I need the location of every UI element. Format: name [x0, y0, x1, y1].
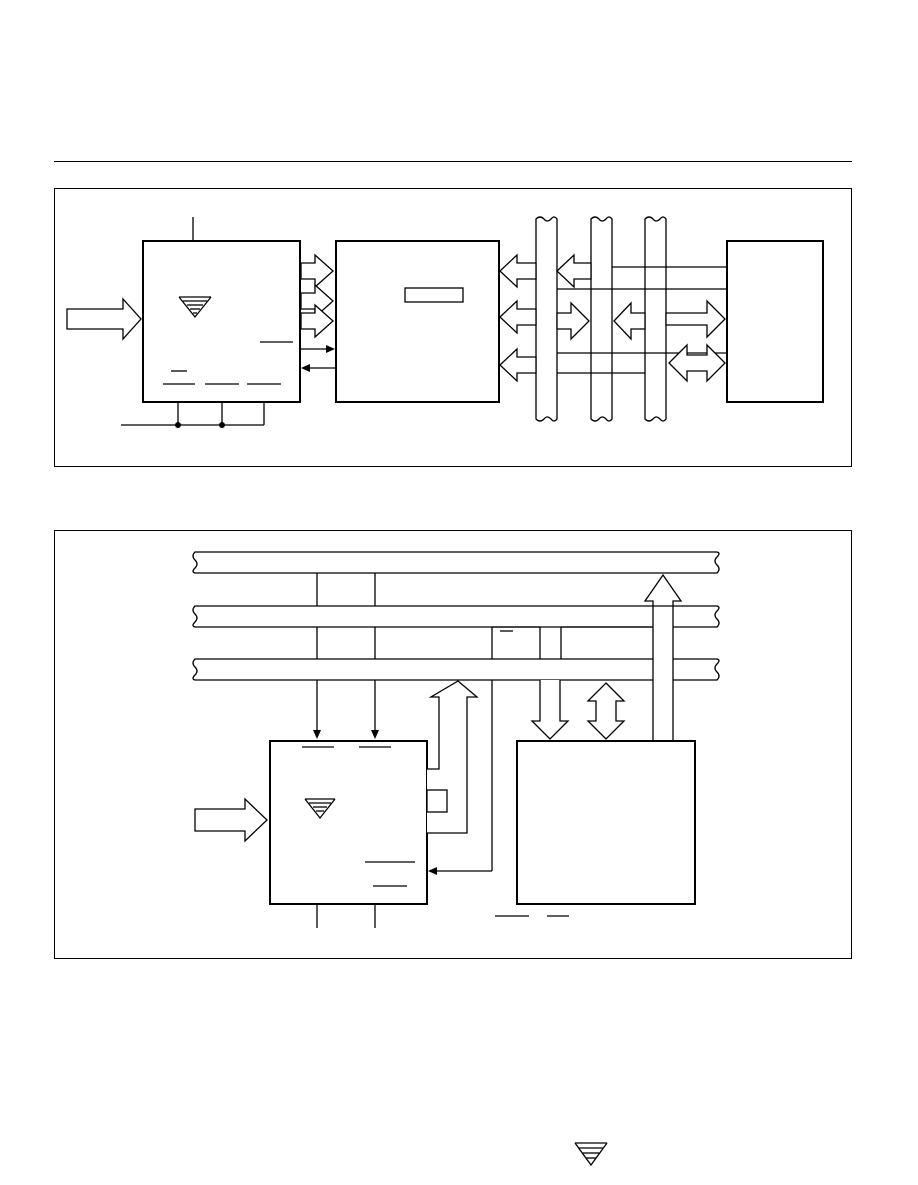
memory-block	[516, 740, 696, 905]
bus-arrow-right	[556, 301, 590, 341]
arrowhead-left	[301, 364, 310, 372]
junction-dot	[175, 422, 181, 428]
input-arrow	[194, 797, 268, 843]
bus-arrow-left	[499, 299, 537, 335]
header-divider	[54, 161, 852, 162]
right-device-block	[726, 240, 824, 403]
bus-arrow-right	[665, 299, 726, 339]
bus-arrow-up	[643, 573, 683, 741]
bus-arrow-left	[613, 301, 646, 341]
arrowhead-down	[313, 730, 321, 739]
vertical-bus-2	[590, 216, 613, 422]
bus-arrow-left	[499, 347, 537, 383]
vlsi-triangle-logo-icon	[178, 296, 212, 319]
bus-arrow-right	[300, 253, 334, 289]
figure-1-diagram	[66, 216, 824, 428]
vertical-bus-3	[644, 216, 667, 422]
controller-block	[142, 240, 301, 403]
bus-arrow-left	[556, 253, 592, 289]
bus-arrow-down	[530, 680, 570, 740]
arrowhead-right	[326, 345, 335, 353]
register-box	[404, 287, 464, 303]
bus-arrow-right	[300, 283, 334, 319]
horizontal-bus-1	[192, 551, 720, 574]
arrowhead-left	[428, 867, 437, 875]
vertical-bus-1	[535, 216, 558, 422]
figure-2-diagram	[192, 551, 720, 928]
figure-2-frame	[54, 530, 852, 959]
bidirectional-arrow	[586, 682, 626, 740]
bus-arrow-right	[300, 303, 334, 339]
vlsi-triangle-logo-icon	[574, 1142, 608, 1167]
controller-block	[269, 740, 428, 905]
peripheral-block	[335, 240, 500, 403]
horizontal-bus-2	[192, 605, 720, 628]
bus-arrow-left	[499, 253, 537, 289]
junction-dot	[219, 422, 225, 428]
figure-1-frame	[54, 188, 852, 467]
horizontal-bus-3	[192, 658, 720, 681]
vlsi-triangle-logo-icon	[304, 798, 336, 820]
input-arrow	[66, 297, 142, 341]
loop-box	[426, 789, 448, 813]
arrowhead-down	[371, 730, 379, 739]
bidirectional-arrow	[668, 343, 726, 383]
